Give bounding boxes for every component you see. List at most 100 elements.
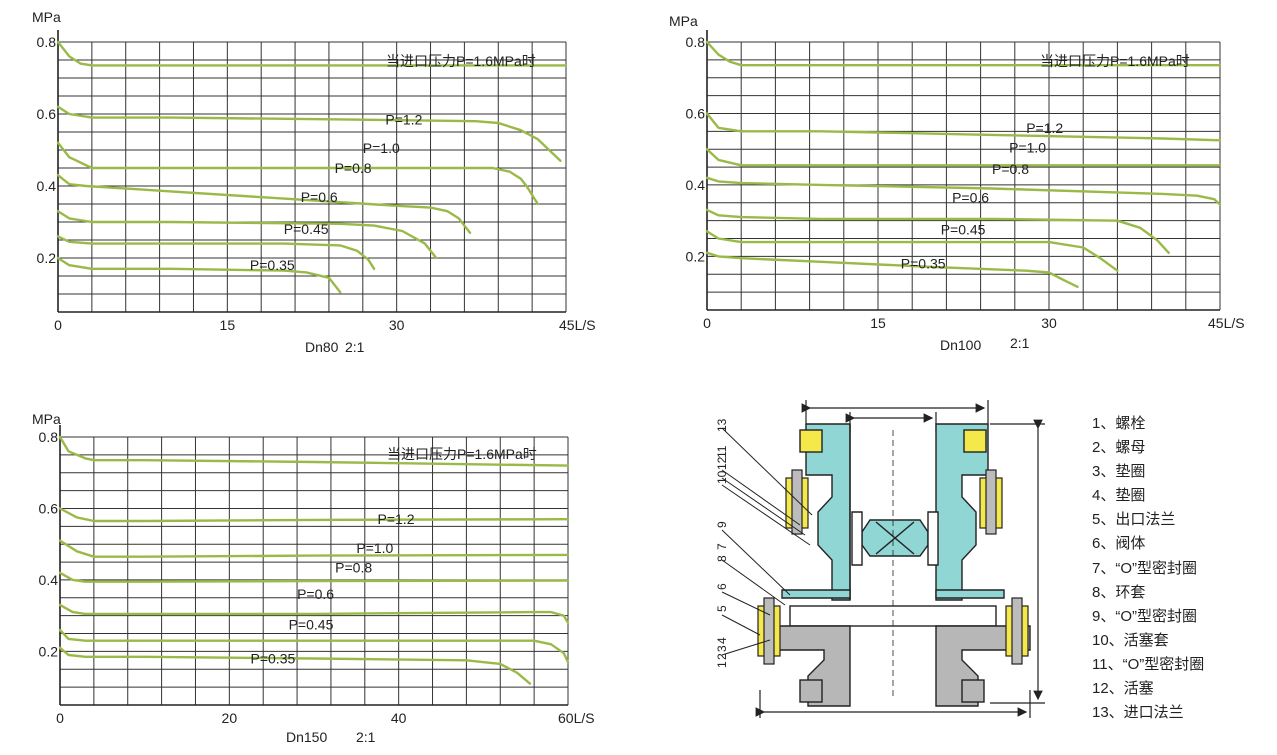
chart-grid xyxy=(58,41,567,312)
y-axis-label: MPa xyxy=(32,411,61,427)
callout: 11 xyxy=(715,445,729,458)
series-label: P=0.35 xyxy=(901,256,946,272)
chart-caption: Dn100 xyxy=(940,337,981,353)
y-tick: 0.6 xyxy=(686,105,706,121)
upper-bolts xyxy=(785,469,1003,535)
series-labels: P=1.2 P=1.0 P=0.8 P=0.6 P=0.45 P=0.35 xyxy=(901,120,1064,272)
series-label: P=0.8 xyxy=(335,559,372,575)
callout: 1 xyxy=(715,661,729,668)
chart-caption-ratio: 2:1 xyxy=(356,729,376,745)
legend-item: 13、进口法兰 xyxy=(1092,704,1184,722)
series-line xyxy=(58,628,570,664)
y-tick: 0.6 xyxy=(37,106,57,122)
legend-item: 9、“O”型密封圈 xyxy=(1092,607,1198,625)
x-tick-last: 45L/S xyxy=(1208,315,1245,331)
series-line xyxy=(58,507,570,523)
y-tick: 0.6 xyxy=(39,500,59,516)
series-label: P=1.2 xyxy=(1026,120,1063,136)
series-line xyxy=(58,435,570,467)
series-line xyxy=(58,646,532,685)
x-tick: 30 xyxy=(1041,315,1057,331)
series-line xyxy=(56,235,376,270)
series-line xyxy=(56,174,472,234)
series-label: P=0.6 xyxy=(952,189,989,205)
legend-item: 1、螺栓 xyxy=(1092,415,1146,432)
callout-numbers: 13 11 12 10 9 7 8 6 5 1 2 3 4 xyxy=(715,418,729,668)
chart-dn80: MPa 0.8 0.6 0.4 0.2 0 15 30 45L/S Dn80 2… xyxy=(32,9,596,355)
legend-item: 11、“O”型密封圈 xyxy=(1092,655,1205,673)
series-line xyxy=(56,40,568,67)
series-label: P=0.35 xyxy=(251,651,296,667)
parts-legend: 1、螺栓 2、螺母 3、垫圈 4、垫圈 5、出口法兰 6、阀体 7、“O”型密封… xyxy=(1092,412,1204,725)
legend-item: 2、螺母 xyxy=(1092,439,1146,457)
dimension-lines xyxy=(755,400,1045,718)
series-line xyxy=(705,251,1079,288)
chart-series xyxy=(56,40,568,294)
legend-item: 6、阀体 xyxy=(1092,535,1146,553)
chart-caption-ratio: 2:1 xyxy=(345,339,365,355)
callout: 2 xyxy=(715,653,729,660)
series-label: P=0.8 xyxy=(335,160,372,176)
series-label: P=0.45 xyxy=(941,222,986,238)
lower-bolts xyxy=(757,597,1029,665)
x-tick: 15 xyxy=(870,315,886,331)
y-tick: 0.4 xyxy=(37,178,57,194)
callout: 12 xyxy=(715,456,729,470)
chart-caption-ratio: 2:1 xyxy=(1010,335,1030,351)
series-line xyxy=(705,112,1222,142)
valve-cross-section: 13 11 12 10 9 7 8 6 5 1 2 3 4 xyxy=(715,400,1045,718)
series-label: P=1.0 xyxy=(356,540,393,556)
y-tick: 0.2 xyxy=(39,643,59,659)
legend-item: 3、垫圈 xyxy=(1092,463,1146,481)
series-line xyxy=(56,210,438,260)
x-tick-last: 60L/S xyxy=(558,710,595,726)
chart-caption: Dn150 xyxy=(286,729,327,745)
series-line xyxy=(56,105,562,162)
x-tick: 0 xyxy=(56,710,64,726)
x-tick: 0 xyxy=(54,317,62,333)
series-line xyxy=(705,176,1222,206)
chart-grid xyxy=(707,41,1221,310)
callout: 4 xyxy=(715,637,729,644)
series-line xyxy=(705,208,1170,254)
callout: 13 xyxy=(715,418,729,432)
legend-item: 4、垫圈 xyxy=(1092,487,1146,505)
series-label: P=0.35 xyxy=(250,257,295,273)
series-line xyxy=(56,256,342,294)
y-tick: 0.2 xyxy=(686,248,706,264)
x-tick: 15 xyxy=(220,317,236,333)
series-label: P=0.6 xyxy=(301,189,338,205)
series-label: P=1.0 xyxy=(363,140,400,156)
callout: 9 xyxy=(715,521,729,528)
outlet-flange xyxy=(759,625,1031,707)
series-line xyxy=(705,40,1222,67)
legend-item: 8、环套 xyxy=(1092,583,1146,601)
piston xyxy=(851,511,939,566)
y-tick: 0.2 xyxy=(37,250,57,266)
chart-axes xyxy=(59,425,568,706)
chart-series xyxy=(705,40,1222,288)
callout: 7 xyxy=(715,543,729,550)
chart-note: 当进口压力P=1.6MPa时 xyxy=(386,53,536,69)
x-tick: 0 xyxy=(703,315,711,331)
chart-grid xyxy=(60,436,569,705)
legend-item: 10、活塞套 xyxy=(1092,631,1169,649)
y-tick: 0.4 xyxy=(39,572,59,588)
callout: 8 xyxy=(715,555,729,562)
x-tick-last: 45L/S xyxy=(559,317,596,333)
y-tick: 0.4 xyxy=(686,177,706,193)
series-label: P=0.8 xyxy=(992,161,1029,177)
x-tick: 20 xyxy=(222,710,238,726)
chart-note: 当进口压力P=1.6MPa时 xyxy=(1040,53,1190,69)
chart-dn100: MPa 0.8 0.6 0.4 0.2 0 15 30 45L/S Dn100 … xyxy=(669,13,1245,353)
series-label: P=0.6 xyxy=(297,586,334,602)
chart-axes xyxy=(57,30,566,313)
x-tick: 40 xyxy=(391,710,407,726)
x-tick: 30 xyxy=(389,317,405,333)
chart-axes xyxy=(706,30,1220,311)
series-line xyxy=(705,230,1119,272)
series-label: P=1.2 xyxy=(385,111,422,127)
series-line xyxy=(58,603,570,624)
y-axis-label: MPa xyxy=(32,9,61,25)
series-label: P=1.0 xyxy=(1009,139,1046,155)
